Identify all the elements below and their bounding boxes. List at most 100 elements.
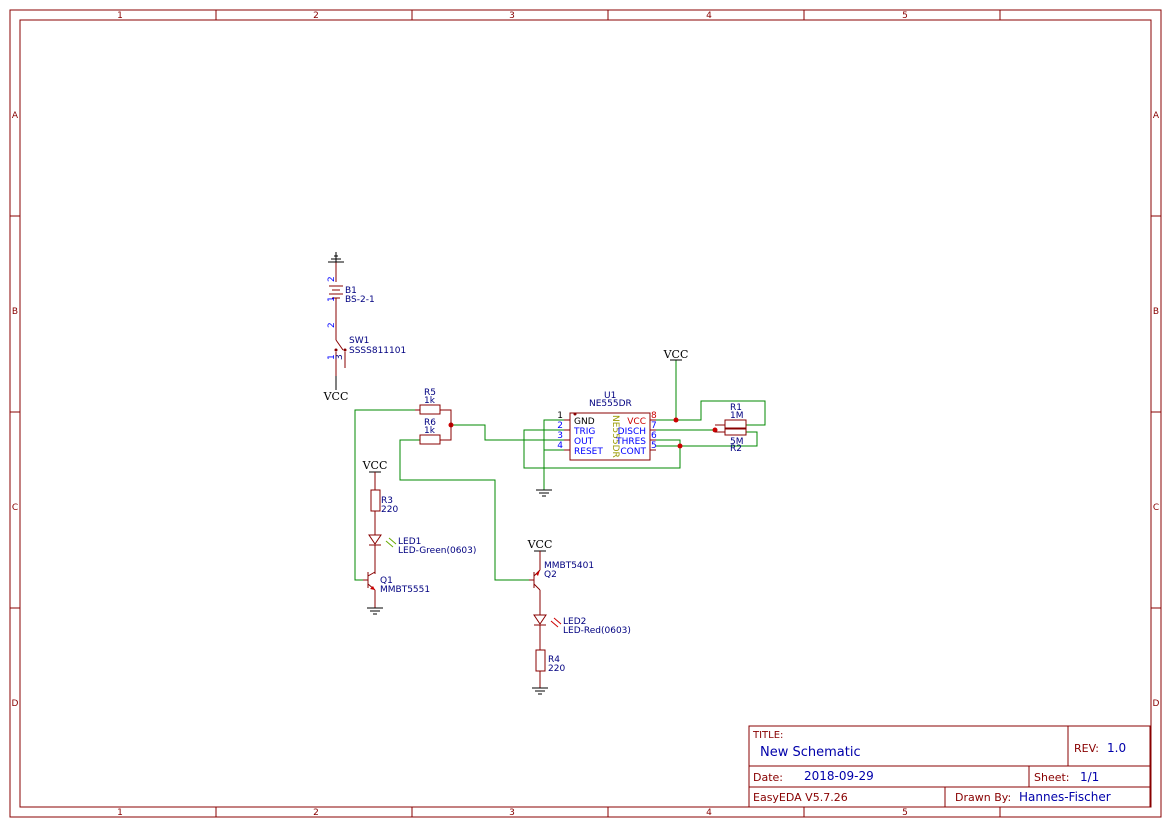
row-label: C (1153, 503, 1159, 513)
resistor-r6: R6 1k (419, 418, 452, 445)
row-label: B (12, 307, 18, 317)
pin-number: 1 (557, 411, 563, 421)
pin-name: TRIG (573, 427, 595, 437)
ground-symbol (536, 489, 552, 497)
component-ref: Q2 (544, 570, 557, 580)
component-ref: U1 (604, 391, 616, 401)
pin-number: 4 (557, 441, 563, 451)
component-value: LED-Green(0603) (398, 546, 476, 556)
component-ref: R3 (381, 496, 393, 506)
junction-dot (673, 417, 679, 423)
resistor-r1: R1 1M (715, 403, 747, 430)
date-value: 2018-09-29 (804, 769, 874, 783)
pin-number: 8 (651, 411, 657, 421)
row-label: A (12, 111, 19, 121)
vcc-label: VCC (527, 538, 553, 551)
title-value: New Schematic (760, 745, 861, 760)
vcc-flag: VCC (663, 348, 689, 361)
pin-name: OUT (574, 437, 594, 447)
row-label: C (12, 503, 18, 513)
component-value: LED-Red(0603) (563, 626, 631, 636)
component-value: NE555DR (589, 399, 632, 409)
title-block: TITLE: New Schematic REV: 1.0 Date: 2018… (748, 725, 1151, 808)
vcc-label: VCC (663, 348, 689, 361)
column-label: 1 (117, 11, 123, 21)
pin-number: 5 (651, 441, 657, 451)
chip-body-text: NE555DR (610, 415, 620, 458)
resistor-r2: 5M R2 (715, 427, 747, 454)
rev-value: 1.0 (1107, 741, 1126, 755)
vcc-label: VCC (362, 459, 388, 472)
column-label: 3 (509, 11, 515, 21)
rev-label: REV: (1074, 742, 1099, 755)
vcc-flag: VCC (527, 538, 553, 552)
ground-symbol (367, 607, 383, 615)
column-label: 5 (902, 11, 908, 21)
ground-symbol (328, 252, 344, 263)
sheet-value: 1/1 (1080, 770, 1099, 784)
vcc-flag: VCC (323, 376, 349, 403)
frame-column-labels: 1 2 3 4 5 1 2 3 4 5 (117, 11, 908, 818)
row-label: D (12, 699, 19, 709)
row-label: D (1153, 699, 1160, 709)
ic-u1: U1 NE555DR NE555DR 1 2 3 4 GND TRIG OUT … (557, 391, 657, 461)
transistor-q1: Q1 MMBT5551 (363, 571, 430, 608)
pin-name: VCC (627, 417, 646, 427)
row-label: A (1153, 111, 1160, 121)
component-value: MMBT5551 (380, 585, 430, 595)
resistor-r5: R5 1k (415, 388, 452, 425)
component-value: 1k (424, 396, 436, 406)
column-label: 3 (509, 808, 515, 818)
component-value: 220 (548, 664, 565, 674)
component-value: 1M (730, 411, 744, 421)
pin-number: 3 (557, 431, 563, 441)
pin-number: 2 (327, 276, 337, 282)
pin-number: 6 (651, 431, 657, 441)
battery-b1: 2 1 B1 BS-2-1 (327, 252, 375, 318)
pin-number: 1 (327, 296, 337, 302)
switch-sw1: 2 1 3 SW1 SSSS811101 (327, 318, 406, 376)
transistor-q2: MMBT5401 Q2 (529, 551, 594, 615)
component-ref: R6 (424, 418, 436, 428)
column-label: 2 (313, 808, 319, 818)
pin-number: 3 (335, 354, 345, 360)
component-ref: LED2 (563, 617, 586, 627)
led-led1: LED1 LED-Green(0603) (368, 534, 476, 574)
junction-dot (677, 443, 683, 449)
component-ref: R2 (730, 444, 742, 454)
component-value: SSSS811101 (349, 346, 406, 356)
sheet-frame (9, 9, 1162, 818)
vcc-label: VCC (323, 390, 349, 403)
pin-name: CONT (620, 447, 646, 457)
ground-symbol (532, 687, 548, 695)
column-label: 4 (706, 808, 712, 818)
component-ref: B1 (345, 286, 357, 296)
pin-name: THRES (615, 437, 646, 447)
pin-number: 2 (557, 421, 563, 431)
component-ref: R4 (548, 655, 560, 665)
pin-number: 7 (651, 421, 657, 431)
date-label: Date: (753, 771, 783, 784)
led-led2: LED2 LED-Red(0603) (533, 614, 631, 650)
component-value: BS-2-1 (345, 295, 375, 305)
software-version: EasyEDA V5.7.26 (753, 791, 848, 804)
wires (354, 360, 766, 581)
pin-name: RESET (574, 447, 603, 457)
drawn-by-value: Hannes-Fischer (1019, 790, 1111, 804)
resistor-r4: R4 220 (535, 649, 565, 688)
title-label: TITLE: (752, 730, 783, 741)
column-label: 4 (706, 11, 712, 21)
pin-name: DISCH (618, 427, 646, 437)
component-ref: R5 (424, 388, 436, 398)
pin-number: 1 (327, 354, 337, 360)
drawn-by-label: Drawn By: (955, 791, 1011, 804)
pin-name: GND (574, 417, 595, 427)
column-label: 1 (117, 808, 123, 818)
component-ref: Q1 (380, 576, 393, 586)
component-value: 5M (730, 437, 744, 447)
row-label: B (1153, 307, 1159, 317)
frame-row-labels: A B C D A B C D (12, 111, 1160, 709)
junction-dot (712, 427, 718, 433)
resistor-r3: R3 220 (370, 472, 398, 535)
